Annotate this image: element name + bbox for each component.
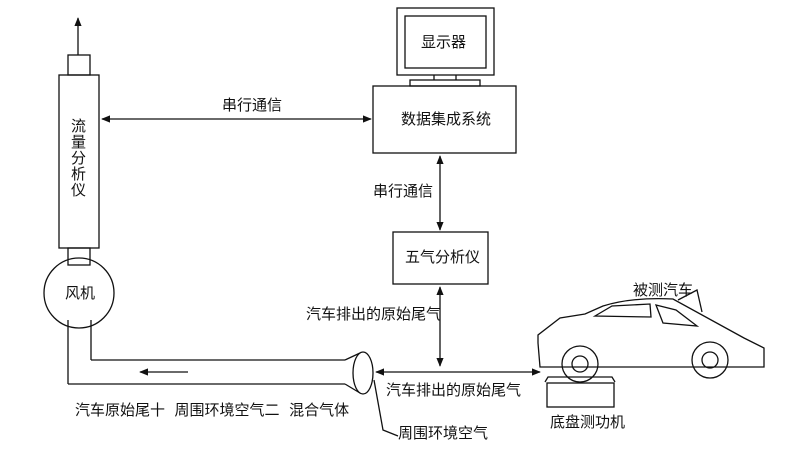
- dynamometer-label: 底盘测功机: [550, 413, 626, 431]
- car-icon: [537, 298, 765, 383]
- fan-circle: [43, 257, 115, 329]
- tested-car-leader: [677, 289, 703, 313]
- ambient-air-leader: [373, 379, 399, 437]
- exhaust-stack: [58, 17, 100, 384]
- serial-comm-top-label: 串行通信: [222, 96, 283, 114]
- serial-comm-mid-label: 串行通信: [373, 182, 434, 200]
- dynamometer-icon: [544, 376, 616, 408]
- data-system-label: 数据集成系统: [401, 110, 492, 128]
- tested-car-label: 被测汽车: [633, 281, 694, 299]
- fan-label: 风机: [65, 284, 96, 302]
- monitor-label: 显示器: [421, 33, 467, 51]
- mixture-equation-label: 汽车原始尾十 周围环境空气二 混合气体: [75, 401, 350, 419]
- exhaust-upper-label: 汽车排出的原始尾气: [306, 305, 442, 323]
- five-gas-analyzer-box: [392, 231, 489, 285]
- monitor-icon: [396, 7, 495, 87]
- five-gas-analyzer-label: 五气分析仪: [405, 248, 481, 266]
- ambient-air-label: 周围环境空气: [398, 424, 489, 442]
- data-system-box: [372, 85, 517, 154]
- exhaust-lower-label: 汽车排出的原始尾气: [386, 381, 522, 399]
- flow-analyzer-label: 流量分析仪: [69, 118, 87, 198]
- duct: [68, 351, 374, 395]
